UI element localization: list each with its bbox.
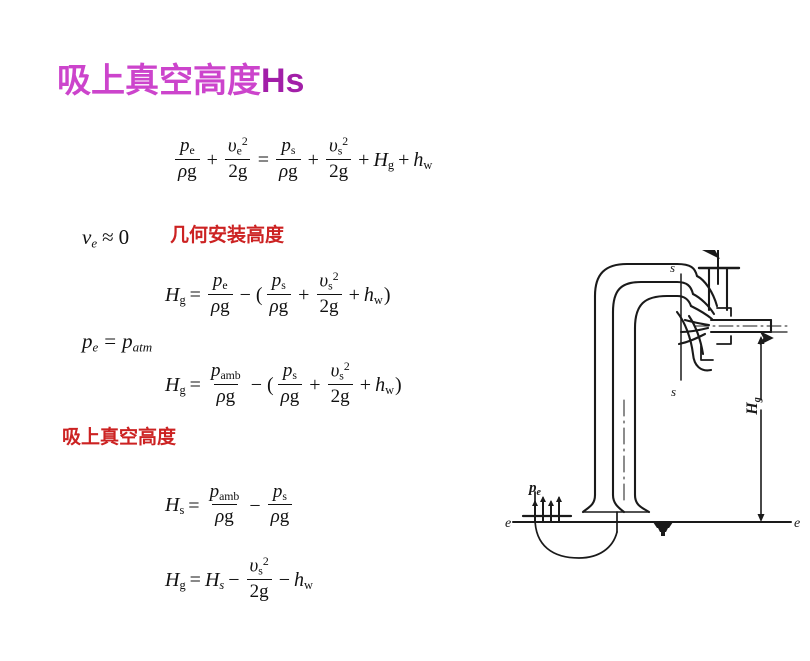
label-suction-vacuum-height: 吸上真空高度	[62, 427, 177, 448]
fraction-pamb-rhog: pamb ρg	[207, 482, 243, 528]
denominator-rhog: ρg	[207, 293, 233, 318]
paren-close: )	[383, 284, 391, 307]
operator-equals: =	[189, 374, 201, 397]
numerator-ps: ps	[271, 270, 286, 293]
operator-equals: =	[189, 569, 201, 592]
page-title-cjk: 吸上真空高度	[57, 62, 261, 100]
fraction-pamb-rhog: pamb ρg	[208, 361, 244, 407]
datum-label-e-left: e	[505, 516, 511, 531]
operator-equals: =	[189, 284, 201, 307]
datum-label-e-right: e	[794, 516, 800, 531]
denominator-rhog: ρg	[277, 383, 303, 408]
operator-plus: +	[358, 149, 370, 172]
term-Hs: Hs	[165, 494, 185, 518]
operator-plus: +	[398, 149, 410, 172]
operator-minus: −	[250, 374, 262, 397]
numerator-pamb: pamb	[210, 360, 241, 383]
section-label-s-top: s	[670, 260, 675, 275]
term-Hg: Hg	[165, 373, 186, 397]
denominator-rhog: ρg	[212, 504, 237, 528]
denominator-2g: 2g	[327, 383, 353, 408]
equation-hg-from-hs: Hg = Hs − υs2 2g − hw	[165, 555, 313, 604]
denominator-2g: 2g	[326, 158, 352, 183]
paren-close: )	[395, 374, 402, 397]
operator-minus: −	[228, 569, 240, 592]
operator-minus: −	[249, 495, 261, 518]
term-Hs: Hs	[204, 568, 225, 592]
numerator-vs2: υs2	[328, 135, 349, 158]
numerator-ve2: υe2	[227, 135, 248, 158]
equation-ve-approx-zero: ve≈0	[82, 225, 130, 251]
operator-plus: +	[206, 149, 218, 172]
subscript-e: e	[91, 235, 98, 251]
fraction-ps-rhog: ps ρg	[277, 360, 303, 408]
operator-equals: =	[257, 149, 270, 172]
term-Hg: Hg	[165, 568, 186, 592]
operator-equals: =	[188, 495, 200, 518]
fraction-vs2-2g: υs2 2g	[246, 555, 272, 603]
fraction-pe-rhog: pe ρg	[207, 270, 233, 318]
fraction-pe-rhog: pe ρg	[175, 136, 200, 182]
denominator-rhog: ρg	[213, 383, 239, 408]
equation-bernoulli: pe ρg + υe2 2g = ps ρg + υs2 2g + Hg + h…	[172, 135, 433, 184]
label-geometric-install-height: 几何安装高度	[170, 225, 285, 246]
fraction-vs2-2g: υs2 2g	[316, 270, 342, 318]
numerator-ps: ps	[281, 135, 296, 158]
fraction-ps-rhog: ps ρg	[267, 481, 293, 528]
symbol-p: p	[122, 329, 133, 353]
numerator-pe: pe	[179, 135, 195, 158]
fraction-vs2-2g: υs2 2g	[327, 360, 353, 408]
numerator-ps: ps	[282, 360, 298, 383]
denominator-2g: 2g	[246, 578, 272, 603]
term-hw: hw	[363, 283, 383, 307]
numerator-pe: pe	[212, 270, 228, 293]
term-Hg: Hg	[373, 148, 395, 172]
term-hw: hw	[294, 568, 313, 592]
fraction-ve2-2g: υe2 2g	[225, 135, 251, 183]
term-Hg: Hg	[165, 283, 186, 307]
label-height-Hg: Hg	[744, 397, 763, 415]
value-zero: 0	[118, 225, 130, 249]
label-pressure-pe: pe	[527, 480, 542, 498]
denominator-rhog: ρg	[266, 293, 292, 318]
page-title: 吸上真空高度Hs	[57, 64, 304, 98]
numerator-ps: ps	[272, 481, 287, 503]
equation-hg-with-pamb: Hg = pamb ρg − ( ps ρg + υs2 2g + hw )	[165, 360, 403, 409]
fraction-ps-rhog: ps ρg	[276, 136, 301, 182]
operator-plus: +	[348, 284, 360, 307]
symbol-p: p	[82, 329, 93, 353]
relation-approx: ≈	[102, 225, 114, 249]
symbol-v: v	[82, 225, 92, 249]
fraction-ps-rhog: ps ρg	[266, 270, 292, 318]
equation-hg-with-pe: Hg = pe ρg − ( ps ρg + υs2 2g + hw )	[165, 270, 392, 319]
denominator-2g: 2g	[225, 158, 251, 183]
equation-pe-equals-patm: pe=patm	[82, 329, 153, 355]
page-title-latin: Hs	[261, 62, 305, 100]
section-label-s-bottom: s	[671, 384, 676, 399]
paren-open: (	[255, 284, 263, 307]
term-hw: hw	[375, 373, 395, 397]
paren-open: (	[266, 374, 274, 397]
operator-plus: +	[309, 374, 321, 397]
operator-plus: +	[307, 149, 319, 172]
numerator-pamb: pamb	[209, 481, 240, 503]
pump-suction-lift-diagram: s s pe e e Hg	[495, 250, 805, 590]
subscript-atm: atm	[132, 339, 153, 355]
operator-minus: −	[278, 569, 290, 592]
equation-hs-definition: Hs = pamb ρg − ps ρg	[165, 481, 295, 529]
operator-plus: +	[359, 374, 372, 397]
denominator-rhog: ρg	[267, 504, 293, 528]
denominator-rhog: ρg	[276, 158, 301, 183]
operator-plus: +	[298, 284, 310, 307]
numerator-vs2: υs2	[319, 270, 339, 293]
subscript-e: e	[92, 339, 99, 355]
operator-equals: =	[104, 329, 117, 353]
denominator-2g: 2g	[316, 293, 342, 318]
numerator-vs2: υs2	[249, 555, 269, 578]
term-hw: hw	[413, 148, 433, 172]
fraction-vs2-2g: υs2 2g	[326, 135, 352, 183]
denominator-rhog: ρg	[175, 158, 200, 183]
numerator-vs2: υs2	[330, 360, 350, 383]
operator-minus: −	[239, 284, 251, 307]
